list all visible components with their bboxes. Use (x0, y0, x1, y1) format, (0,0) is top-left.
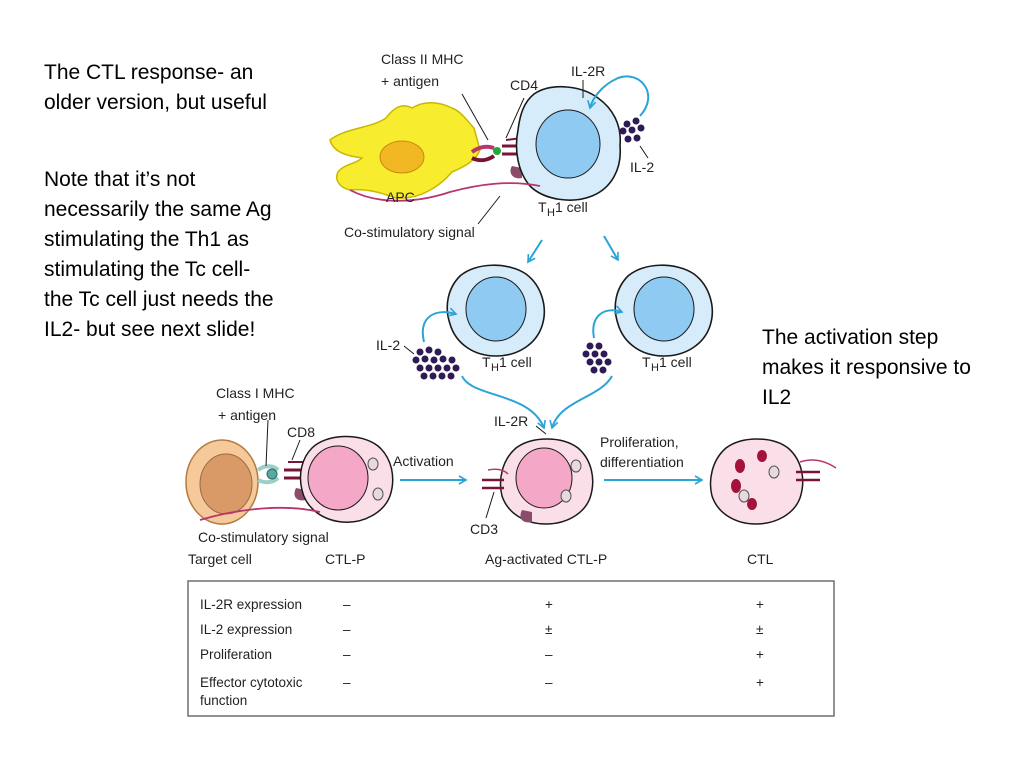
th1-left-label: T H 1 cell (482, 354, 532, 374)
th1-right-cell (614, 264, 714, 357)
th1-right-label: T H 1 cell (642, 354, 692, 374)
target-cell-label: Target cell (188, 551, 252, 567)
activation-note: The activation step makes it responsive … (762, 326, 971, 409)
costim-label-bottom: Co-stimulatory signal (198, 529, 329, 545)
svg-text:+: + (756, 597, 764, 612)
th1-main-cell (515, 85, 622, 201)
antigen-label-top: + antigen (381, 73, 439, 89)
il2-dots-left (412, 346, 460, 380)
apc-nucleus (379, 140, 425, 174)
svg-text:–: – (343, 675, 351, 690)
autocrine-arrow-left (421, 307, 458, 343)
table-row-3: Proliferation – – + (200, 647, 764, 662)
svg-text:Proliferation: Proliferation (200, 647, 272, 662)
svg-text:1 cell: 1 cell (555, 199, 588, 215)
il2-flow-left (461, 375, 546, 430)
svg-text:1 cell: 1 cell (499, 354, 532, 370)
arrow-to-th1-right (603, 235, 619, 262)
table-row-2: IL-2 expression – ± ± (200, 622, 763, 637)
svg-text:Effector cytotoxic: Effector cytotoxic (200, 675, 303, 690)
svg-text:+: + (545, 597, 553, 612)
svg-text:H: H (547, 207, 555, 219)
svg-text:–: – (343, 647, 351, 662)
ctl-cell (709, 438, 804, 525)
antigen-label-bottom: + antigen (218, 407, 276, 423)
activation-label: Activation (393, 453, 454, 469)
costim-line-top (349, 182, 541, 202)
svg-text:–: – (545, 675, 553, 690)
il2-flow-right (549, 375, 613, 430)
svg-text:T: T (642, 354, 651, 370)
cd4-label: CD4 (510, 77, 538, 93)
svg-text:±: ± (545, 622, 552, 637)
cd8-label: CD8 (287, 424, 315, 440)
autocrine-arrow (587, 75, 650, 117)
mhc2-molecule (470, 144, 495, 154)
svg-text:+: + (756, 647, 764, 662)
th1-left-cell (446, 264, 546, 357)
il2-dots-right (582, 342, 612, 374)
svg-text:±: ± (756, 622, 763, 637)
differentiation-label: differentiation (600, 454, 684, 470)
svg-text:–: – (545, 647, 553, 662)
svg-text:T: T (482, 354, 491, 370)
costim-line-bottom (199, 506, 321, 521)
proliferation-label: Proliferation, (600, 434, 679, 450)
cd3-label: CD3 (470, 521, 498, 537)
comparison-table (187, 580, 835, 717)
svg-text:1 cell: 1 cell (659, 354, 692, 370)
svg-text:H: H (651, 362, 659, 374)
ag-activated-ctl-p-cell (499, 438, 594, 525)
class1-mhc-label: Class I MHC (216, 385, 295, 401)
antigen-icon-bottom (266, 468, 278, 480)
intro-note: The CTL response- an older version, but … (44, 61, 267, 114)
antigen-icon (493, 147, 501, 155)
apc-label: APC (386, 189, 415, 205)
costim-ligand (510, 166, 522, 179)
ctl-p-cell (299, 435, 394, 523)
svg-text:T: T (538, 199, 547, 215)
il2-dots-top (619, 117, 645, 143)
cd3-receptor (482, 478, 504, 490)
target-cell (185, 439, 259, 525)
svg-text:H: H (491, 362, 499, 374)
costim-label-top: Co-stimulatory signal (344, 224, 475, 240)
table-row-1: IL-2R expression – + + (200, 597, 764, 612)
autocrine-arrow-right (592, 305, 624, 339)
caveat-note: Note that it’s not necessarily the same … (44, 168, 274, 341)
th1-main-label: T H 1 cell (538, 199, 588, 219)
svg-text:IL-2 expression: IL-2 expression (200, 622, 292, 637)
ag-activated-label: Ag-activated CTL-P (485, 551, 607, 567)
svg-text:–: – (343, 622, 351, 637)
svg-text:function: function (200, 693, 247, 708)
il2-label-top: IL-2 (630, 159, 654, 175)
svg-text:–: – (343, 597, 351, 612)
il2-label-left: IL-2 (376, 337, 400, 353)
il2r-label-top: IL-2R (571, 63, 605, 79)
svg-text:IL-2R expression: IL-2R expression (200, 597, 302, 612)
class2-mhc-label: Class II MHC (381, 51, 463, 67)
svg-text:+: + (756, 675, 764, 690)
apc-cell (329, 102, 481, 199)
arrow-to-th1-left (527, 239, 543, 264)
il2r-label-mid: IL-2R (494, 413, 528, 429)
table-row-4: Effector cytotoxic function – – + (200, 675, 764, 708)
ctl-p-label: CTL-P (325, 551, 365, 567)
ctl-label: CTL (747, 551, 774, 567)
